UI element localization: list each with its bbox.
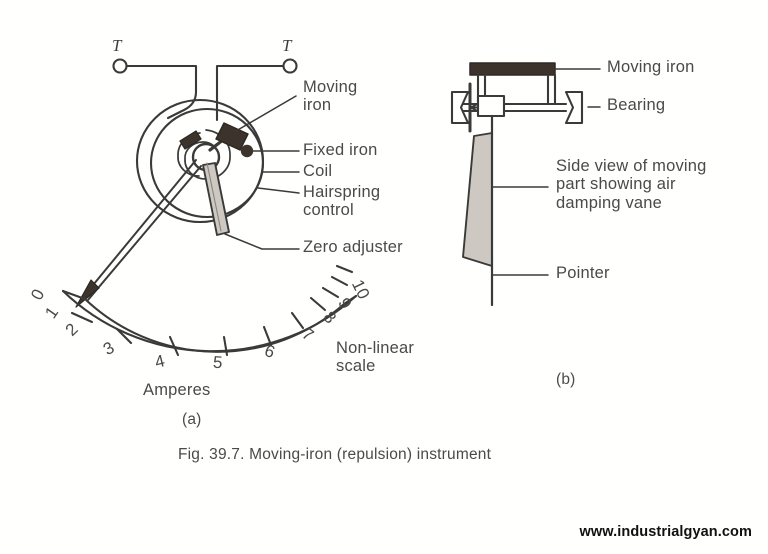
pointer-needle — [75, 159, 202, 308]
sublabel-a: (a) — [182, 411, 202, 428]
scale-unit-label: Amperes — [143, 381, 211, 399]
terminal-right-label: T — [282, 36, 292, 55]
callout-pointer-label: Pointer — [556, 264, 610, 282]
bearing-right — [564, 90, 584, 125]
callout-coil-label: Coil — [303, 162, 333, 180]
scale-tick-5: 5 — [212, 352, 224, 373]
leader-lines — [224, 68, 601, 276]
callout-moving-iron-right-label: Moving iron — [607, 58, 695, 76]
fixed-iron-piece — [240, 144, 254, 158]
callout-bearing-label: Bearing — [607, 96, 666, 114]
callout-damping-vane-label: Side view of moving part showing air dam… — [556, 157, 707, 212]
callout-zero-adjuster-label: Zero adjuster — [303, 238, 403, 256]
air-damping-vane — [462, 132, 493, 267]
moving-iron-bar — [469, 62, 556, 76]
coil-former-inner — [149, 107, 265, 219]
callout-moving-iron-label: Moving iron — [303, 78, 358, 115]
non-linear-scale-note: Non-linear scale — [336, 339, 415, 376]
terminal-right-post — [215, 58, 298, 122]
terminal-left-post — [112, 58, 198, 120]
watermark: www.industrialgyan.com — [579, 524, 752, 540]
callout-fixed-iron-label: Fixed iron — [303, 141, 378, 159]
spindle-hub-block — [476, 94, 506, 118]
moving-iron-piece — [208, 122, 249, 152]
callout-hairspring-control-label: Hairspring control — [303, 183, 381, 220]
hairspring-clamp — [179, 130, 202, 150]
zero-adjuster-rod — [202, 162, 230, 236]
scale-arc — [61, 264, 358, 357]
figure-caption: Fig. 39.7. Moving-iron (repulsion) instr… — [178, 446, 492, 463]
terminal-left-label: T — [112, 36, 122, 55]
sublabel-b: (b) — [556, 371, 576, 388]
